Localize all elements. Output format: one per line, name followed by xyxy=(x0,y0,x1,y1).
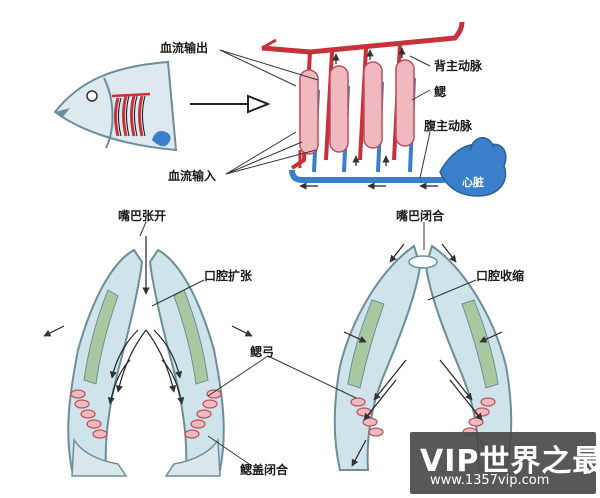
gill-circulation xyxy=(262,22,506,196)
gill-filament-4 xyxy=(396,60,414,146)
ventral-aorta xyxy=(292,170,460,180)
gill-filament-3 xyxy=(364,62,382,148)
label-blood-out: 血流输出 xyxy=(160,40,208,55)
label-ventral-aorta: 腹主动脉 xyxy=(424,118,473,133)
fish-head xyxy=(55,62,176,150)
label-mouth-open: 嘴巴张开 xyxy=(118,208,166,223)
mouth-closed-lips xyxy=(409,256,437,268)
zoom-arrow xyxy=(190,96,268,112)
label-gill-arch: 鳃弓 xyxy=(250,344,274,359)
fish-eye xyxy=(87,91,97,101)
gill-filament-1 xyxy=(300,70,318,154)
label-dorsal-aorta: 背主动脉 xyxy=(434,58,483,73)
label-cavity-contract: 口腔收缩 xyxy=(476,268,524,283)
gill-filament-2 xyxy=(330,66,348,152)
watermark-url: www.1357vip.com xyxy=(430,473,549,488)
label-gill: 鳃 xyxy=(434,84,446,99)
label-cavity-expand: 口腔扩张 xyxy=(204,268,253,283)
dorsal-aorta xyxy=(262,22,462,52)
label-operculum-closed: 鳃盖闭合 xyxy=(240,462,289,477)
label-heart: 心脏 xyxy=(462,175,484,189)
label-mouth-closed: 嘴巴闭合 xyxy=(396,208,445,223)
label-blood-in: 血流输入 xyxy=(168,168,216,183)
